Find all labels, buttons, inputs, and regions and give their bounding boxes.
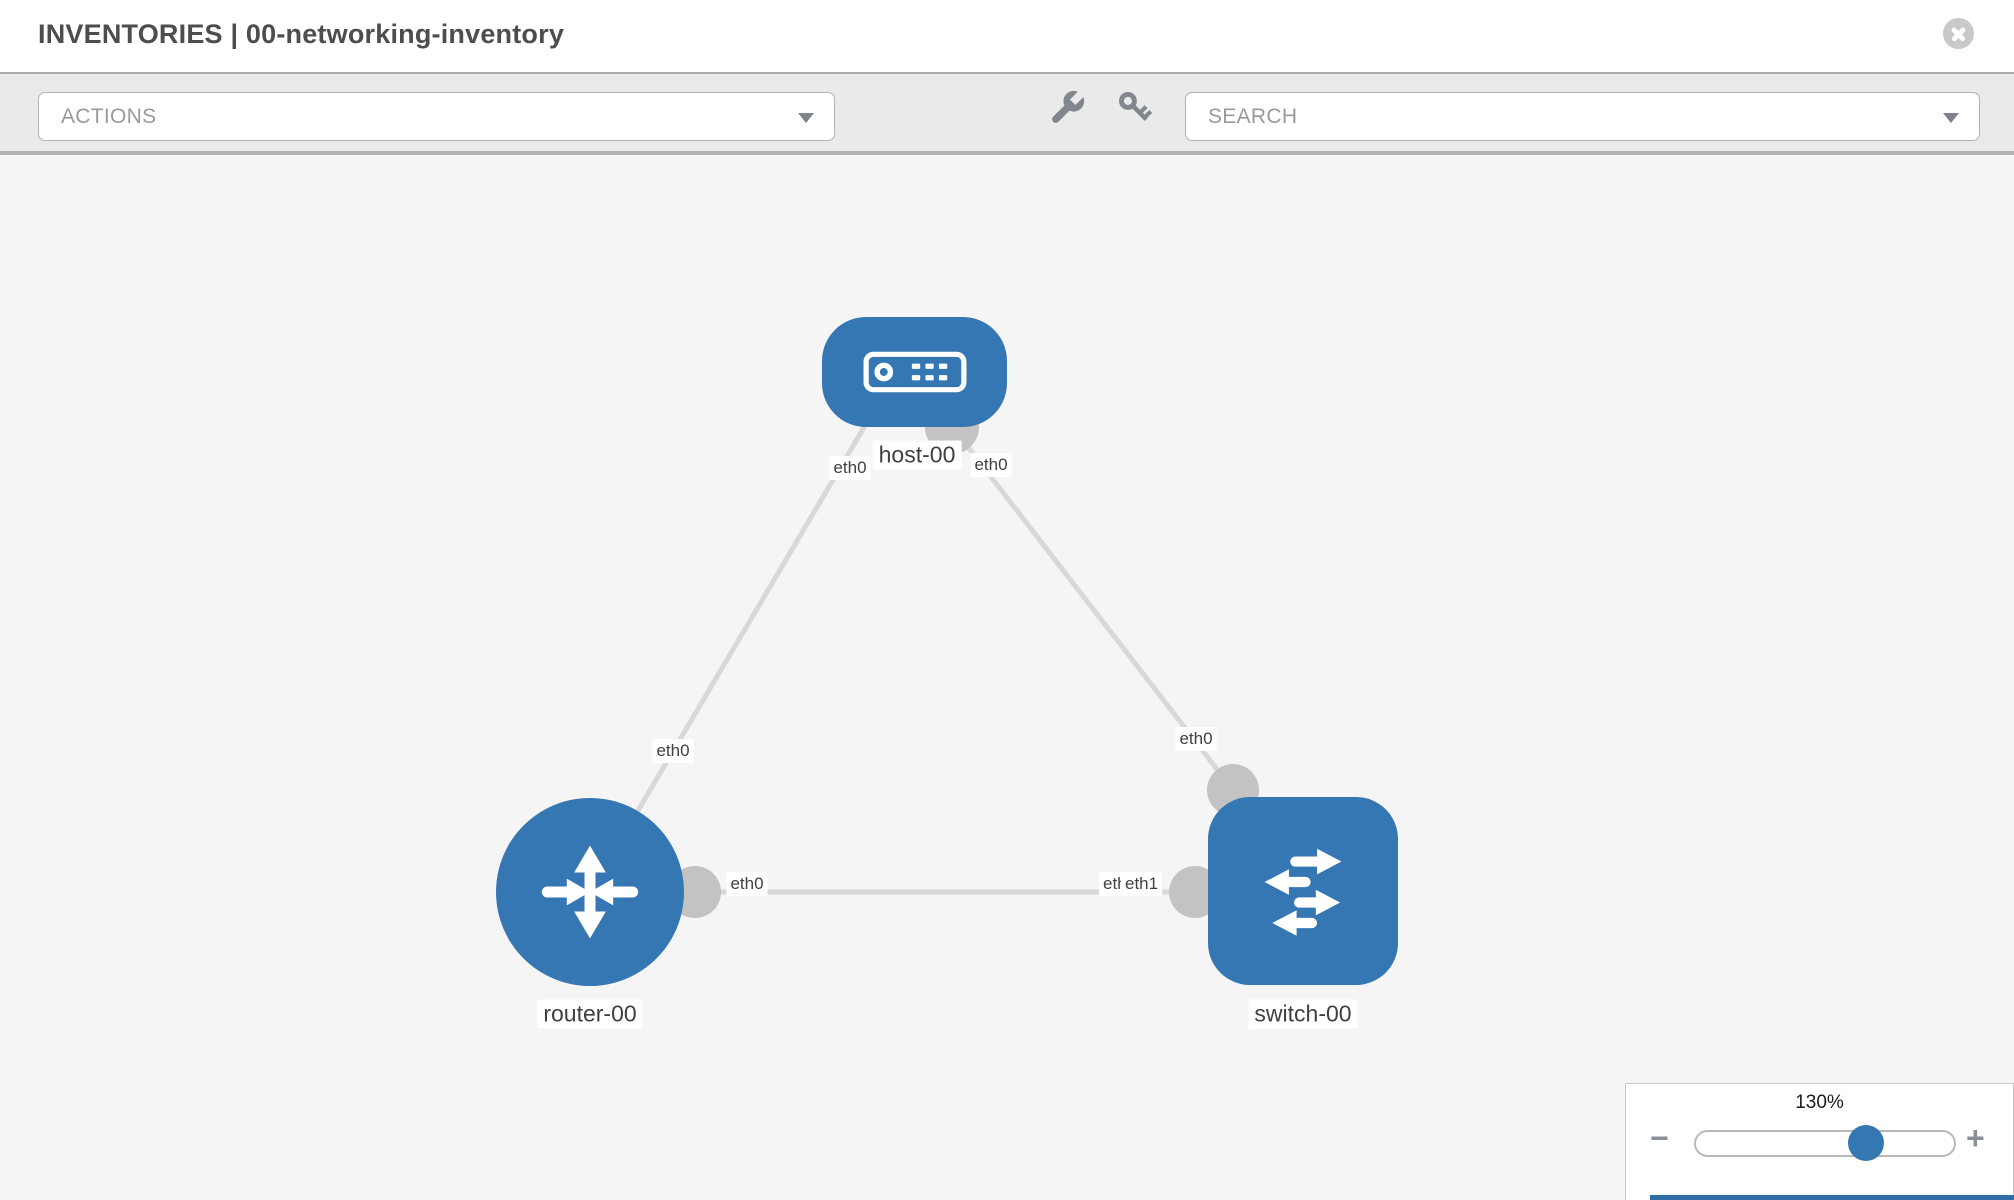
node-label-router-00: router-00 (537, 999, 643, 1029)
zoom-in-button[interactable]: + (1966, 1120, 1985, 1156)
zoom-slider-track[interactable] (1694, 1125, 1956, 1161)
page-title: INVENTORIES | 00-networking-inventory (38, 19, 565, 49)
actions-dropdown[interactable]: ACTIONS (38, 92, 835, 141)
close-button[interactable] (1943, 18, 1974, 49)
credentials-button[interactable] (1111, 84, 1159, 132)
bottom-blue-strip (1650, 1195, 2014, 1200)
key-icon (1119, 92, 1153, 121)
node-host-00[interactable] (822, 317, 1007, 427)
topology-canvas[interactable]: host-00 router-00 switch-00 eth0 eth0 et… (0, 155, 2014, 1200)
host-icon (863, 351, 966, 393)
toolbar: ACTIONS SEARC (0, 72, 2014, 155)
if-label-host-eth0-left: eth0 (829, 456, 871, 480)
zoom-out-button[interactable]: − (1650, 1120, 1669, 1156)
zoom-control-panel: 130% − + (1625, 1083, 2014, 1200)
node-switch-00[interactable] (1208, 797, 1398, 985)
router-icon (541, 845, 639, 939)
if-label-host-eth0-right: eth0 (970, 453, 1012, 477)
wrench-icon (1052, 89, 1086, 123)
zoom-level-value: 130% (1795, 1092, 1844, 1113)
if-label-switch-eth1-mid: eth1 (1121, 872, 1163, 896)
node-label-switch-00: switch-00 (1248, 999, 1358, 1029)
header: INVENTORIES | 00-networking-inventory (0, 0, 2014, 72)
links-layer (587, 400, 1259, 918)
switch-icon (1264, 848, 1342, 936)
if-label-router-eth0-mid: eth0 (726, 872, 768, 896)
node-router-00[interactable] (496, 798, 684, 986)
tools-button[interactable] (1043, 84, 1091, 132)
chevron-down-icon (1943, 112, 1959, 123)
search-dropdown[interactable]: SEARCH (1185, 92, 1980, 141)
node-label-host-00: host-00 (872, 440, 962, 470)
zoom-slider-thumb[interactable] (1848, 1125, 1884, 1161)
if-label-router-eth0-top: eth0 (652, 739, 694, 763)
actions-dropdown-label: ACTIONS (61, 104, 157, 128)
if-label-switch-eth0-top: eth0 (1175, 727, 1217, 751)
chevron-down-icon (798, 112, 814, 123)
search-dropdown-label: SEARCH (1208, 104, 1298, 128)
